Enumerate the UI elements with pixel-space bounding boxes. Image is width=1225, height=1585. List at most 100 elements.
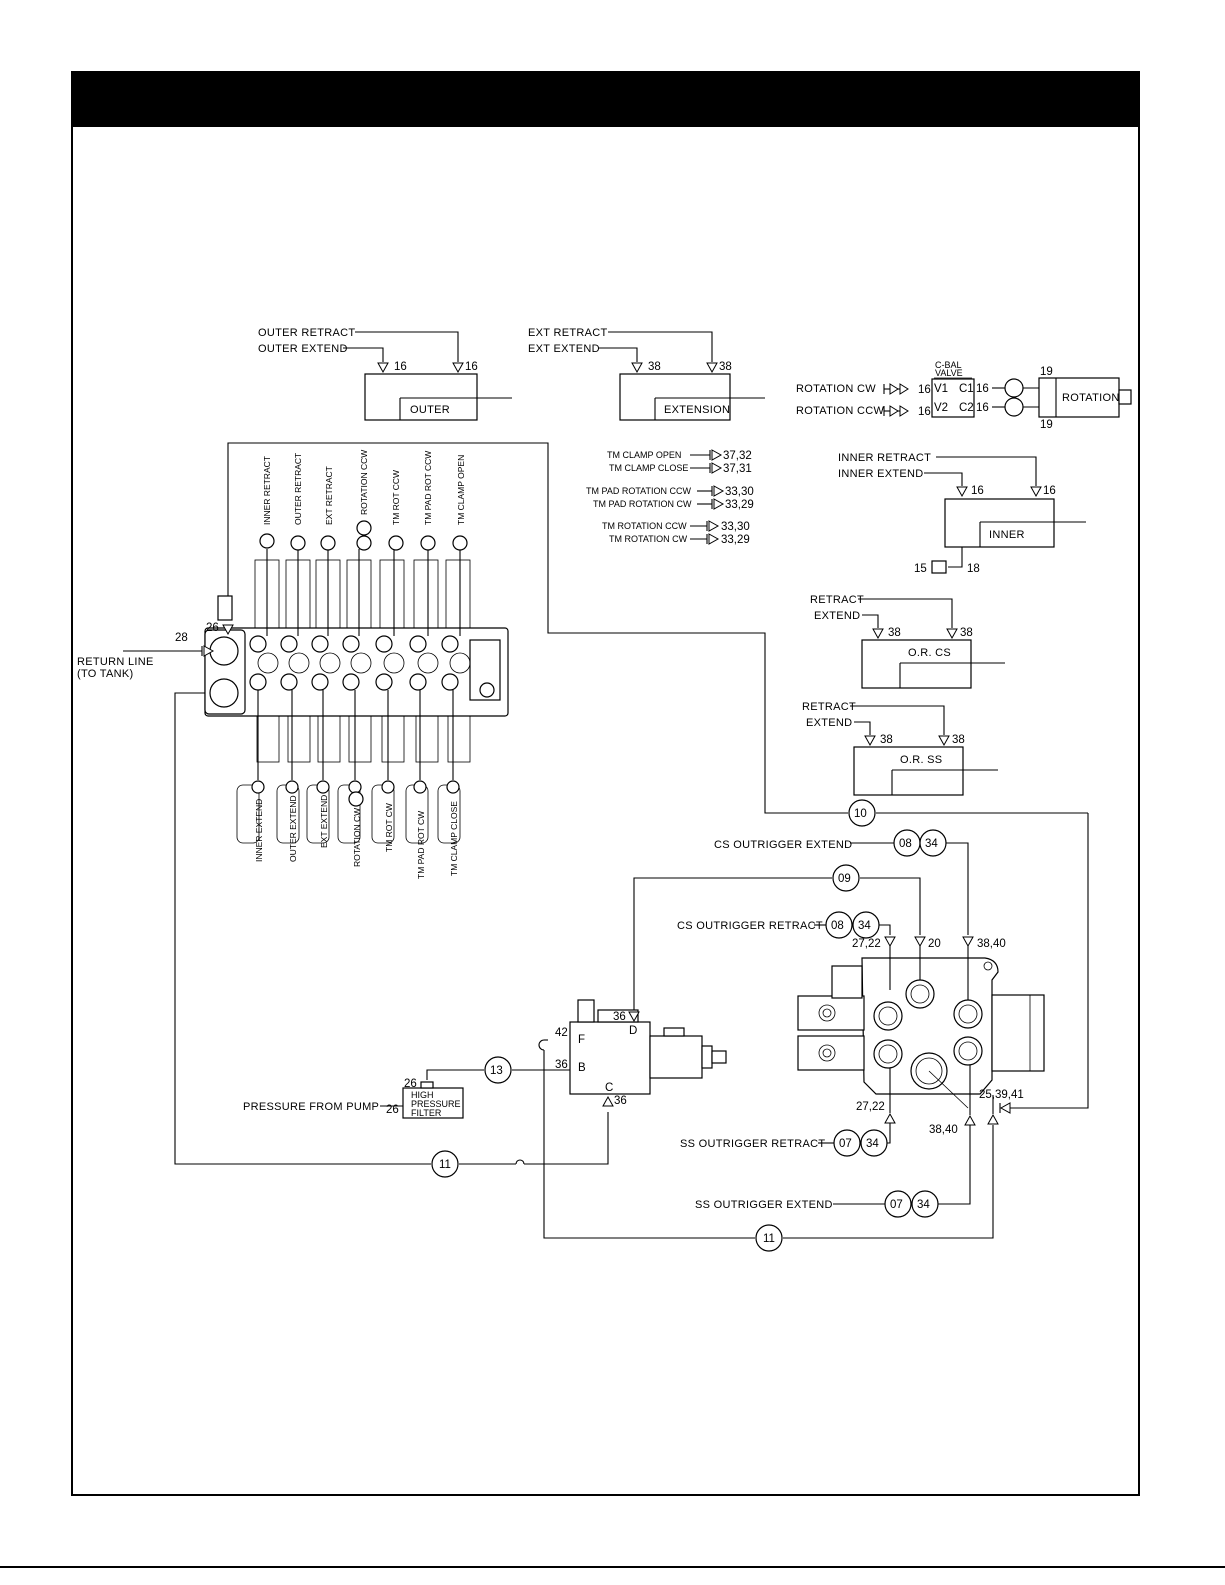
pressure-from-pump-label: PRESSURE FROM PUMP (243, 1101, 379, 1113)
port-f: F (578, 1034, 585, 1046)
bottom-rule (0, 1566, 1225, 1568)
or-valve-ref-3840-top: 38,40 (977, 938, 1006, 950)
valve-bottom-label-5: TM PAD ROT CW (416, 811, 426, 879)
cs-ext-callout-a: 08 (899, 838, 912, 850)
inner-retract-label: INNER RETRACT (838, 452, 931, 464)
hydraulic-lines (174, 442, 1089, 1239)
control-valve-bank: INNER RETRACT OUTER RETRACT EXT RETRACT … (77, 450, 509, 879)
tm-pad-rot-ccw-ref: 33,30 (725, 486, 754, 498)
valve-top-label-2: EXT RETRACT (324, 466, 334, 525)
inner-ref-18: 18 (967, 563, 980, 575)
inner-label: INNER (989, 529, 1025, 541)
rotation-motor (1038, 377, 1120, 418)
diverter-ref-42: 42 (555, 1027, 568, 1039)
cs-outrigger-retract-label: CS OUTRIGGER RETRACT (677, 920, 823, 932)
tm-rot-ccw-label: TM ROTATION CCW (602, 521, 687, 531)
valve-top-label-3: ROTATION CCW (359, 450, 369, 515)
valve-bottom-label-0: INNER EXTEND (254, 799, 264, 862)
orss-port-b: 38 (952, 734, 965, 746)
tm-clamp-close-label: TM CLAMP CLOSE (609, 463, 688, 473)
valve-ref-28: 28 (175, 632, 188, 644)
ss-ext-callout-a: 07 (890, 1199, 903, 1211)
tm-pad-rot-ccw-label: TM PAD ROTATION CCW (586, 486, 691, 496)
hpf-ref-26-left: 26 (386, 1104, 399, 1116)
tm-function-list: TM CLAMP OPEN TM CLAMP CLOSE TM PAD ROTA… (586, 449, 754, 546)
valve-top-label-6: TM CLAMP OPEN (456, 455, 466, 525)
outrigger-valve: 27,22 20 38,40 27,22 38,40 25,39,41 (797, 936, 1045, 1136)
outer-port-b: 16 (465, 361, 478, 373)
outer-label: OUTER (410, 404, 450, 416)
ext-port-b: 38 (719, 361, 732, 373)
or-valve-ref-3840-bot: 38,40 (929, 1124, 958, 1136)
extension-cylinder (619, 373, 731, 421)
valve-top-ports (259, 520, 468, 636)
valve-top-label-0: INNER RETRACT (262, 456, 272, 525)
rot-19-bottom: 19 (1040, 419, 1053, 431)
or-ss-cylinder (853, 746, 964, 796)
diverter-ref-36-top: 36 (613, 1011, 626, 1023)
outer-port-a: 16 (394, 361, 407, 373)
cbal-c1: C1 (959, 383, 974, 395)
inner-port-b: 16 (1043, 485, 1056, 497)
extension-cylinder-group: EXT RETRACT EXT EXTEND 38 38 EXTENSION (528, 327, 765, 421)
cbal-label-1: C-BAL (935, 360, 962, 370)
orss-port-a: 38 (880, 734, 893, 746)
hpf-label-2: PRESSURE (411, 1099, 461, 1109)
return-line-label-2: (TO TANK) (77, 668, 133, 680)
port-b: B (578, 1062, 586, 1074)
diverter-ref-36-mid: 36 (555, 1059, 568, 1071)
return-line-label-1: RETURN LINE (77, 656, 154, 668)
or-ss-group: RETRACT EXTEND 38 38 O.R. SS (802, 701, 998, 796)
or-valve-ref-2722-bot: 27,22 (856, 1101, 885, 1113)
or-valve-ref-253941: 25,39,41 (979, 1089, 1024, 1101)
outrigger-callouts: CS OUTRIGGER EXTEND 08 34 CS OUTRIGGER R… (677, 829, 971, 1218)
diverter-valve: F D B C 36 42 36 36 (555, 999, 727, 1107)
tm-clamp-open-ref: 37,32 (723, 450, 752, 462)
valve-bottom-labels: INNER EXTEND OUTER EXTEND EXT EXTEND ROT… (254, 795, 459, 879)
valve-ref-26: 26 (206, 622, 219, 634)
orcs-port-b: 38 (960, 627, 973, 639)
orcs-label: O.R. CS (908, 647, 951, 659)
orcs-port-a: 38 (888, 627, 901, 639)
diverter-ref-36-bot: 36 (614, 1095, 627, 1107)
rot-c1-ref: 16 (976, 383, 989, 395)
cbal-valve (931, 378, 975, 418)
valve-top-label-5: TM PAD ROT CCW (423, 451, 433, 525)
valve-bottom-label-4: TM ROT CW (384, 803, 394, 852)
outer-cylinder (364, 373, 478, 421)
orcs-extend-label: EXTEND (814, 610, 860, 622)
ss-outrigger-extend-label: SS OUTRIGGER EXTEND (695, 1199, 833, 1211)
valve-bottom-label-3: ROTATION CW (352, 808, 362, 867)
inner-ref-15: 15 (914, 563, 927, 575)
rotation-ccw-label: ROTATION CCW (796, 405, 884, 417)
tm-clamp-open-label: TM CLAMP OPEN (607, 450, 681, 460)
rotation-cw-label: ROTATION CW (796, 383, 876, 395)
inner-cylinder (944, 498, 1055, 548)
rotation-group: C-BAL VALVE ROTATION CW ROTATION CCW 16 … (796, 360, 1132, 431)
or-valve-ref-20: 20 (928, 938, 941, 950)
port-c: C (605, 1082, 613, 1094)
ss-ret-callout-b: 34 (866, 1138, 879, 1150)
tm-pad-rot-cw-label: TM PAD ROTATION CW (593, 499, 692, 509)
callout-11b: 11 (763, 1233, 775, 1245)
cbal-c2: C2 (959, 402, 974, 414)
cs-ext-callout-b: 34 (925, 838, 938, 850)
cs-ret-callout-b: 34 (858, 920, 871, 932)
valve-bottom-label-2: EXT EXTEND (319, 795, 329, 848)
outer-retract-label: OUTER RETRACT (258, 327, 355, 339)
valve-sections (236, 559, 471, 844)
cbal-v2: V2 (934, 402, 948, 414)
hpf-label-3: FILTER (411, 1108, 442, 1118)
rot-c2-ref: 16 (976, 402, 989, 414)
inner-extend-label: INNER EXTEND (838, 468, 924, 480)
outer-extend-label: OUTER EXTEND (258, 343, 348, 355)
orss-label: O.R. SS (900, 754, 942, 766)
hpf-ref-26-top: 26 (404, 1078, 417, 1090)
valve-bottom-ports (251, 690, 460, 807)
header-bar (71, 71, 1140, 127)
tm-clamp-close-ref: 37,31 (723, 463, 752, 475)
callouts: 10 09 13 11 11 (431, 799, 876, 1252)
high-pressure-filter: PRESSURE FROM PUMP HIGH PRESSURE FILTER … (243, 1078, 464, 1119)
inner-cylinder-group: INNER RETRACT INNER EXTEND 16 16 INNER 1… (838, 452, 1086, 575)
cbal-label-2: VALVE (935, 368, 963, 378)
